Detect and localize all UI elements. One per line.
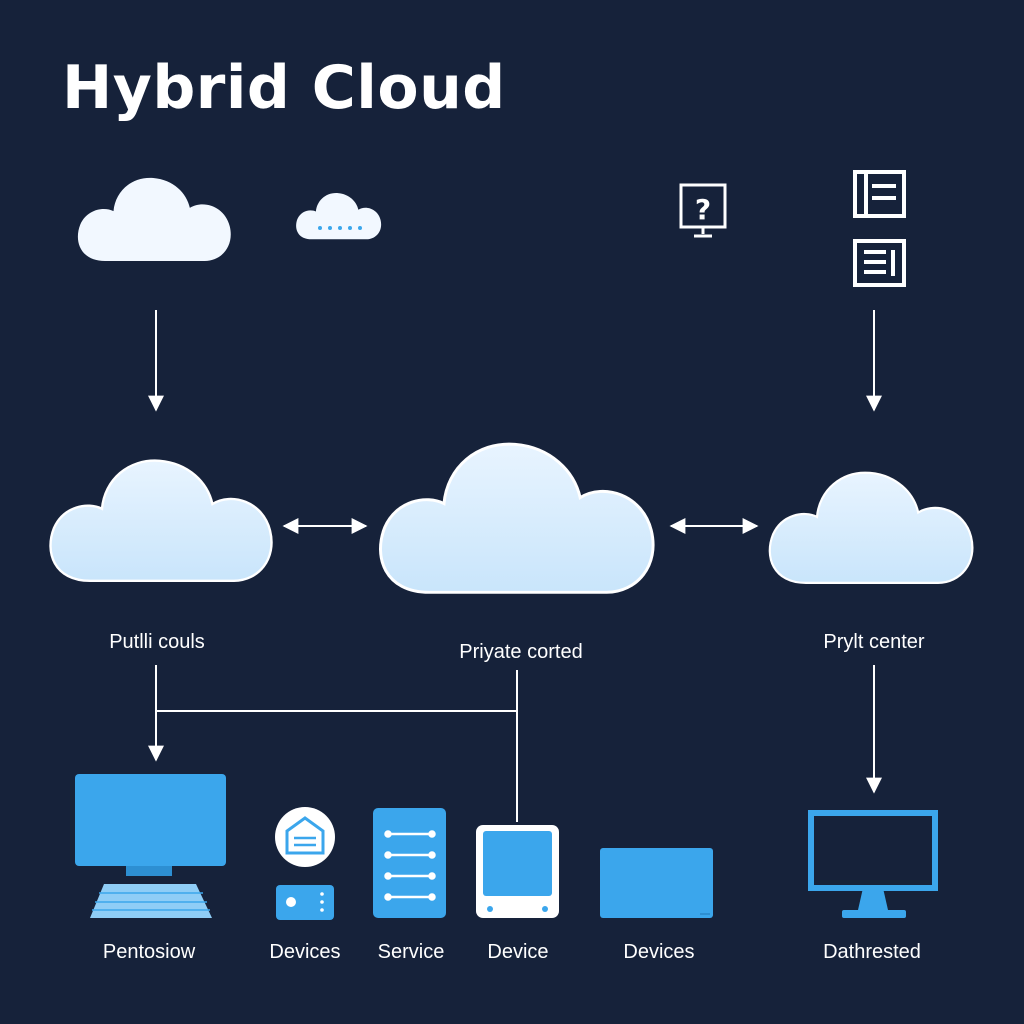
cloud-right-label: Prylt center (823, 631, 925, 653)
server-rack-icon (373, 808, 446, 918)
home-device-icon (275, 807, 335, 920)
device-label-desktop: Pentosiow (102, 941, 196, 963)
device-label-service: Service (377, 941, 445, 963)
cloud-right (768, 471, 974, 585)
list-document-icon (853, 239, 906, 287)
device-label-device: Device (487, 941, 549, 963)
cloud-center-label: Priyate corted (459, 641, 583, 663)
monitor-icon (808, 810, 938, 918)
svg-text:?: ? (695, 193, 711, 226)
page-title: Hybrid Cloud (62, 53, 506, 123)
device-label-monitor: Dathrested (823, 941, 921, 963)
cloud-icon (77, 177, 231, 261)
cloud-center (378, 442, 655, 594)
help-monitor-icon: ? (679, 183, 727, 238)
small-cloud-icon (296, 193, 382, 240)
device-label-devices-1: Devices (269, 941, 341, 963)
document-icon (853, 170, 906, 218)
cloud-left-label: Putlli couls (109, 631, 205, 653)
cloud-left (49, 459, 273, 583)
desktop-computer-icon (75, 774, 226, 918)
device-label-devices-2: Devices (623, 941, 695, 963)
laptop-screen-icon (600, 848, 713, 918)
tablet-device-icon (476, 825, 559, 918)
